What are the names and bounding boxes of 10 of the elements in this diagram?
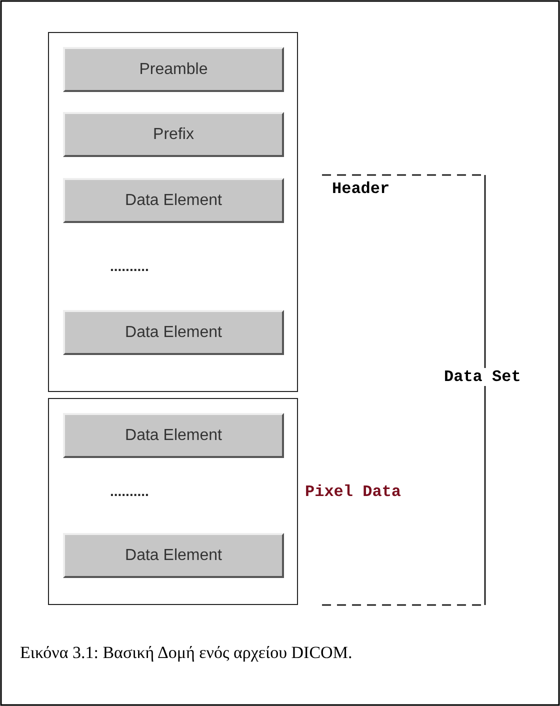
field-box: Data Element [63, 310, 284, 355]
field-box: Preamble [63, 47, 284, 92]
figure-caption: Εικόνα 3.1: Βασική Δομή ενός αρχείου DICOM. [20, 643, 352, 663]
group-box [48, 398, 298, 605]
field-box: Data Element [63, 178, 284, 223]
field-box: Data Element [63, 413, 284, 458]
field-box: Data Element [63, 533, 284, 578]
group-box [48, 32, 298, 392]
data-set-label: Data Set [444, 368, 521, 386]
field-box: Prefix [63, 112, 284, 157]
